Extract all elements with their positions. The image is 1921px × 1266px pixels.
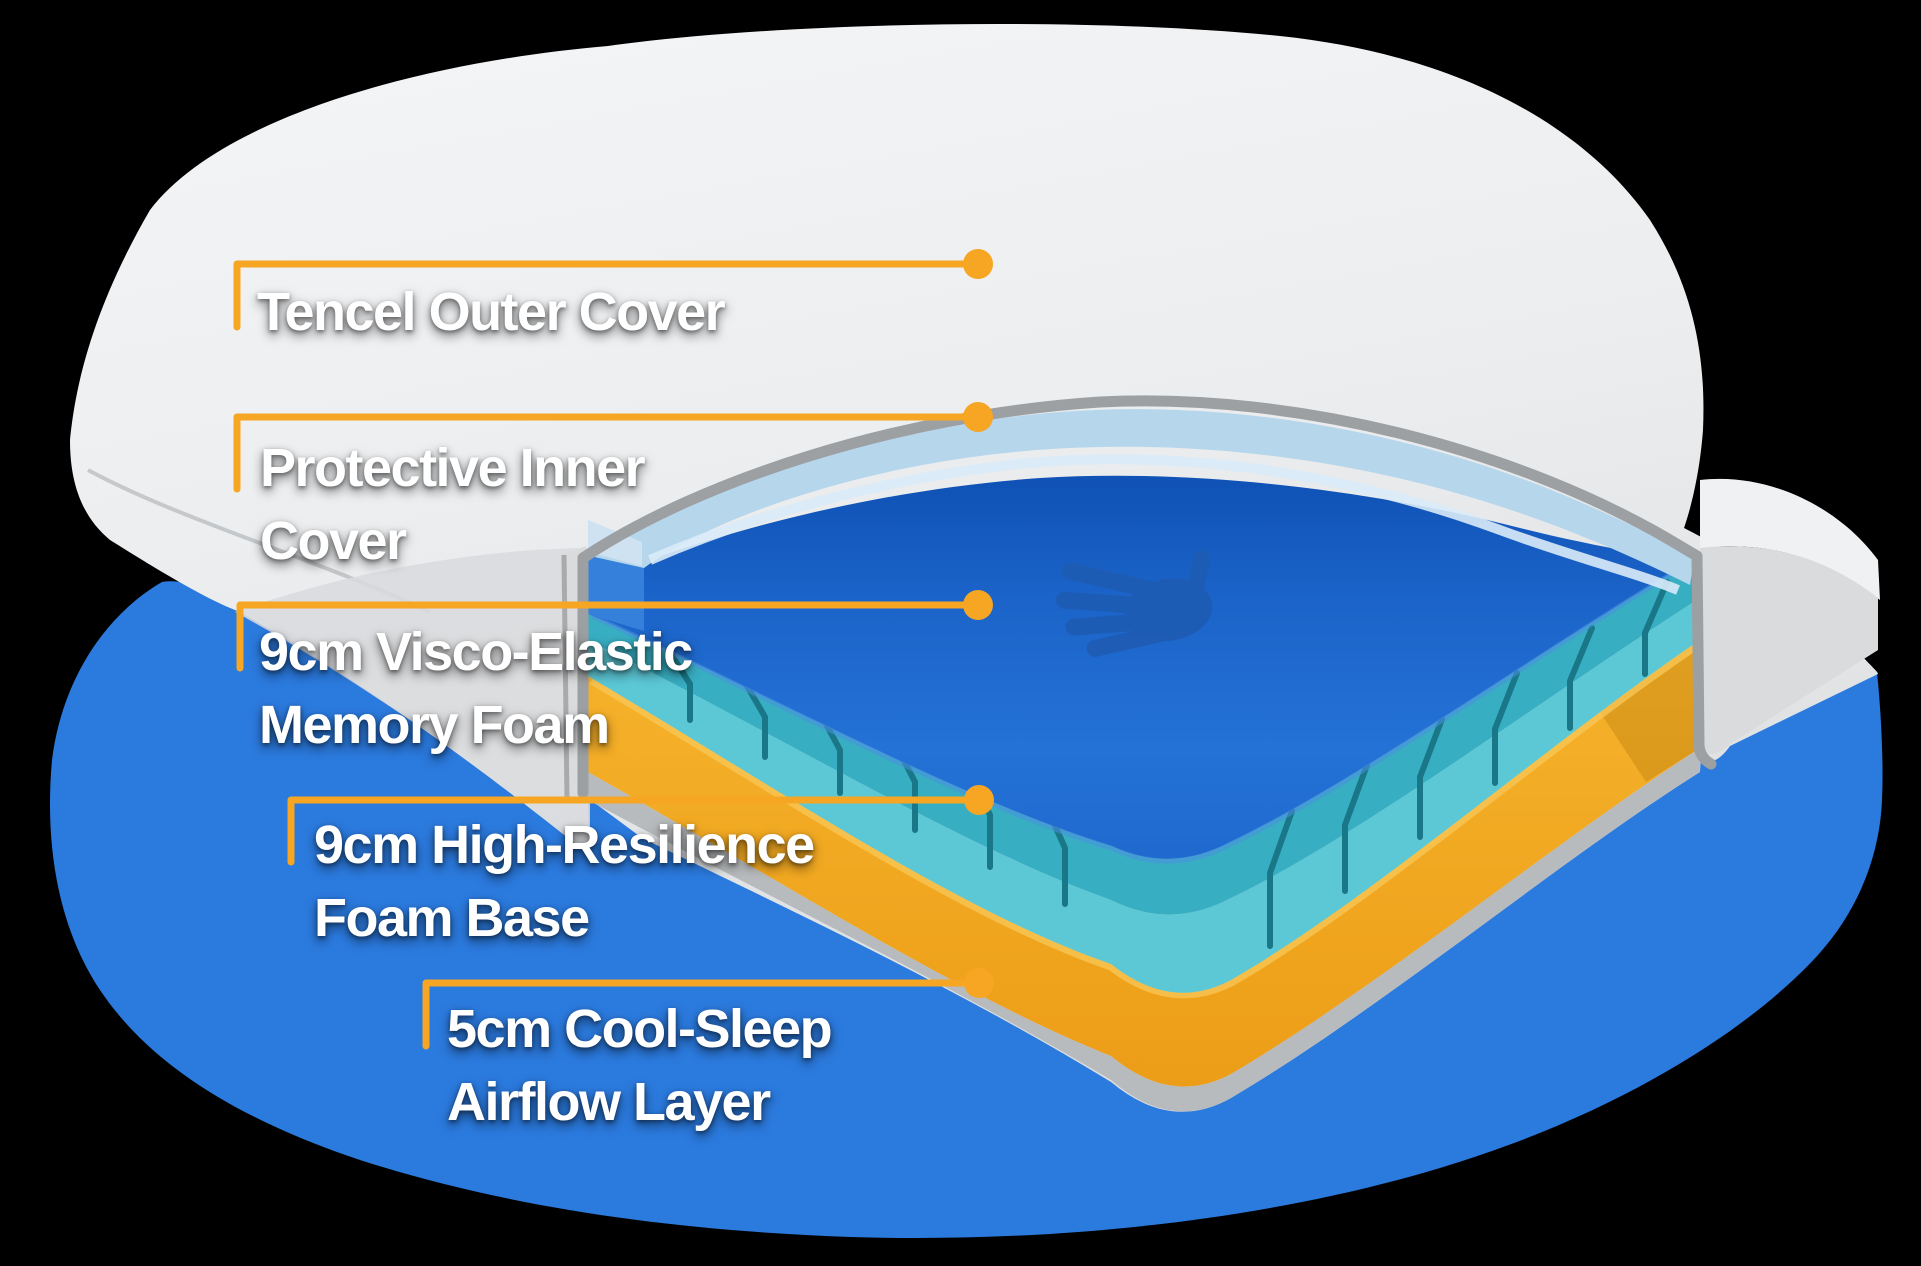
cover-right-roll (1700, 478, 1880, 600)
label-line: Tencel Outer Cover (257, 282, 726, 342)
teal-top-surface (588, 556, 1700, 915)
orange-base-layer (588, 640, 1700, 1087)
leader-lines (233, 249, 994, 1050)
memory-foam-edge-sheen (590, 555, 1700, 864)
label-line: Foam Base (314, 888, 590, 948)
leader-protective-inner-cover (233, 402, 993, 493)
cover-tongue-shading (235, 548, 590, 856)
memory-foam-top (588, 475, 1700, 860)
label-line: 9cm High-Resilience (314, 815, 815, 875)
cover-cut-edge (561, 554, 570, 802)
label-tencel-outer-cover: Tencel Outer Cover (257, 276, 726, 349)
label-line: Airflow Layer (447, 1072, 771, 1132)
cutaway-outline (577, 395, 1717, 799)
inner-cover-band (590, 409, 1694, 585)
leader-high-resilience-foam-base (287, 785, 994, 866)
hand-imprint-icon (1055, 550, 1213, 657)
label-line: 9cm Visco-Elastic (259, 622, 693, 682)
leader-visco-elastic-memory-foam (236, 590, 993, 672)
label-line: 5cm Cool-Sleep (447, 999, 833, 1059)
cover-right-wall (1700, 546, 1878, 755)
orange-right-shade (1600, 640, 1700, 782)
leader-cool-sleep-airflow-layer (422, 968, 994, 1050)
label-line: Cover (260, 511, 407, 571)
label-line: Memory Foam (259, 695, 610, 755)
teal-front-face (588, 598, 1700, 993)
orange-top-highlight (589, 640, 1701, 999)
label-visco-elastic-memory-foam: 9cm Visco-Elastic Memory Foam (259, 616, 693, 762)
label-high-resilience-foam-base: 9cm High-Resilience Foam Base (314, 809, 815, 955)
leader-tencel-outer-cover (233, 249, 993, 331)
inner-cover-band-highlight (648, 454, 1680, 595)
label-protective-inner-cover: Protective Inner Cover (260, 432, 646, 578)
label-line: Protective Inner (260, 438, 646, 498)
label-cool-sleep-airflow-layer: 5cm Cool-Sleep Airflow Layer (447, 993, 833, 1139)
